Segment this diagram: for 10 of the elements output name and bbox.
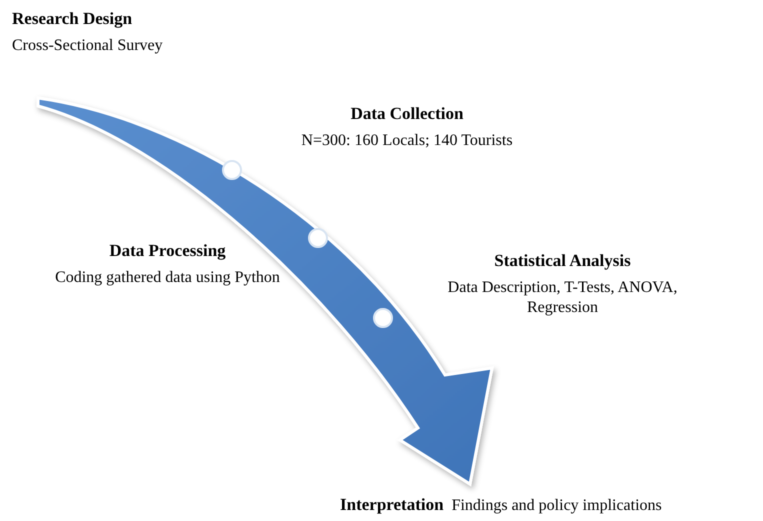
stage-heading: Data Collection [350,103,464,125]
stage-description: Coding gathered data using Python [54,268,281,288]
stage-description: Data Description, T-Tests, ANOVA, Regression [446,278,678,318]
stage-heading: Research Design [12,8,134,30]
stage-description: N=300: 160 Locals; 140 Tourists [300,131,514,151]
stage-heading: Statistical Analysis [493,250,632,272]
stage-description: Findings and policy implications [452,496,662,516]
stage-description: Cross-Sectional Survey [12,36,164,56]
stage-heading: Interpretation [340,494,444,516]
stage-heading: Data Processing [108,240,227,262]
